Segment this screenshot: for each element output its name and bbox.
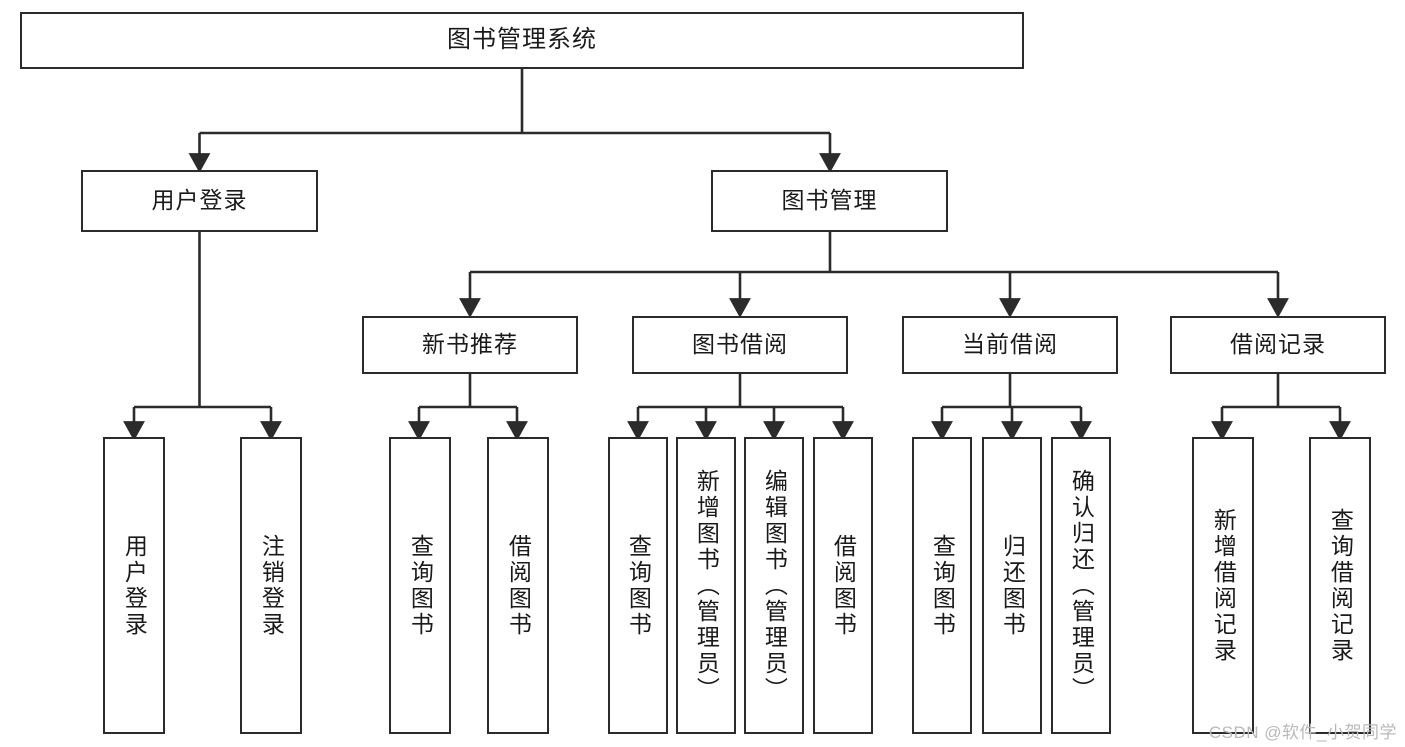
leaf-borrow-borrow-book[interactable]: 借阅图书 [813,437,873,734]
node-label: 新增图书（管理员） [693,468,720,703]
leaf-user-login-signout[interactable]: 注销登录 [240,437,302,734]
node-label: 注销登录 [258,533,285,638]
node-label: 图书管理 [781,187,878,214]
node-label: 当前借阅 [962,331,1058,358]
leaf-borrow-edit-book-admin[interactable]: 编辑图书（管理员） [744,437,804,734]
leaf-current-confirm-return-admin[interactable]: 确认归还（管理员） [1051,437,1111,734]
node-label: 查询图书 [407,533,434,638]
leaf-borrow-query-book[interactable]: 查询图书 [608,437,668,734]
leaf-recommend-query-book[interactable]: 查询图书 [389,437,451,734]
leaf-current-return-book[interactable]: 归还图书 [982,437,1042,734]
node-label: 图书借阅 [692,331,788,358]
node-label: 借阅图书 [830,533,857,638]
node-user-login[interactable]: 用户登录 [81,170,318,232]
node-book-borrow[interactable]: 图书借阅 [632,316,848,374]
node-book-management[interactable]: 图书管理 [711,170,948,232]
leaf-borrow-add-book-admin[interactable]: 新增图书（管理员） [676,437,736,734]
node-new-book-recommend[interactable]: 新书推荐 [362,316,578,374]
leaf-user-login-signin[interactable]: 用户登录 [103,437,165,734]
leaf-recommend-borrow-book[interactable]: 借阅图书 [487,437,549,734]
leaf-current-query-book[interactable]: 查询图书 [912,437,972,734]
node-label: 确认归还（管理员） [1068,468,1095,703]
node-label: 用户登录 [151,187,248,214]
node-label: 查询图书 [929,533,956,638]
leaf-record-add-record[interactable]: 新增借阅记录 [1192,437,1254,734]
node-current-borrow[interactable]: 当前借阅 [902,316,1118,374]
leaf-record-query-record[interactable]: 查询借阅记录 [1309,437,1371,734]
node-label: 查询借阅记录 [1327,507,1354,664]
node-label: 新增借阅记录 [1210,507,1237,664]
node-label: 借阅记录 [1230,331,1326,358]
node-label: 编辑图书（管理员） [761,468,788,703]
node-label: 图书管理系统 [447,26,597,54]
node-label: 借阅图书 [505,533,532,638]
node-label: 查询图书 [625,533,652,638]
node-label: 新书推荐 [422,331,518,358]
node-borrow-record[interactable]: 借阅记录 [1170,316,1386,374]
node-label: 归还图书 [999,533,1026,638]
csdn-watermark: CSDN @软件_小贺同学 [1208,723,1397,742]
node-root-system[interactable]: 图书管理系统 [20,12,1024,69]
node-label: 用户登录 [121,533,148,638]
